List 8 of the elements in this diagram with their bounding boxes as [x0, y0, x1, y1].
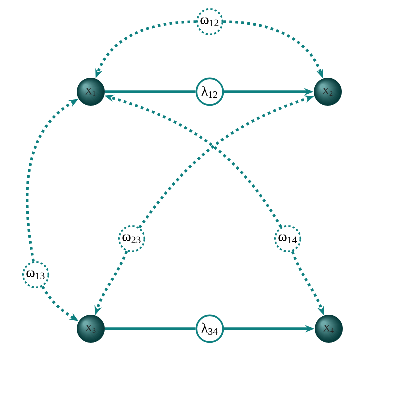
circle-node: λ$_{12}$	[196, 78, 224, 106]
sphere: X$_{2}$	[314, 78, 342, 106]
line	[105, 328, 196, 330]
line	[105, 90, 196, 94]
sphere: X$_{3}$	[77, 315, 105, 343]
sphere: X$_{1}$	[77, 78, 105, 106]
circle-node: λ$_{34}$	[196, 314, 224, 344]
sphere: X$_{4}$	[315, 315, 343, 343]
